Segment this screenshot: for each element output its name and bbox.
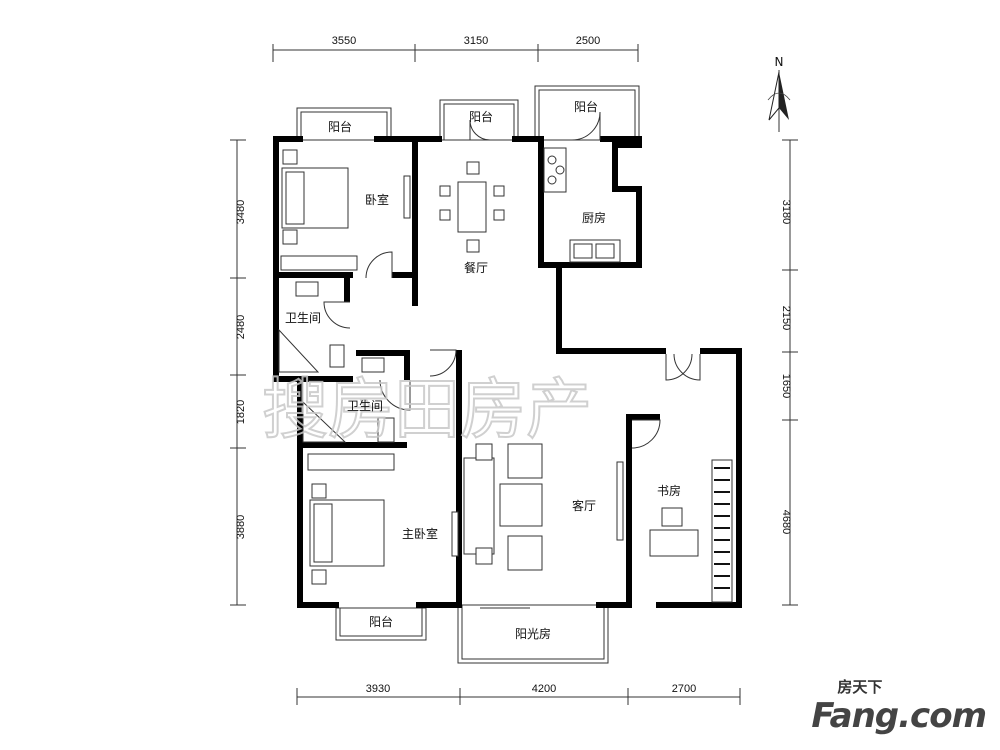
- watermark-text: 搜房田房产: [262, 371, 592, 448]
- dim-top-2: 3150: [464, 35, 488, 47]
- label-balcony-bottom: 阳台: [369, 614, 393, 629]
- dim-bottom-2: 4200: [532, 683, 556, 695]
- brand-name-cn: 房天下: [837, 678, 883, 696]
- compass-north-label: N: [775, 55, 784, 69]
- dim-top-3: 2500: [576, 35, 600, 47]
- label-bathroom-2: 卫生间: [347, 399, 383, 413]
- balcony-outlines: [296, 85, 640, 664]
- dim-left-4: 3880: [235, 515, 247, 539]
- compass-icon: [767, 70, 791, 132]
- dim-right-3: 1650: [780, 374, 792, 398]
- label-study: 书房: [657, 483, 681, 498]
- dim-right-4: 4680: [780, 510, 792, 534]
- label-kitchen: 厨房: [582, 210, 606, 225]
- dim-bottom-1: 3930: [366, 683, 390, 695]
- label-master-bedroom: 主卧室: [402, 526, 438, 541]
- label-living-room: 客厅: [572, 498, 596, 513]
- dimension-lines: [230, 44, 798, 705]
- dim-right-2: 2150: [780, 306, 792, 330]
- label-sunroom: 阳光房: [515, 626, 551, 641]
- label-balcony-top-left: 阳台: [328, 119, 352, 134]
- label-balcony-top-mid: 阳台: [469, 109, 493, 124]
- furniture: [278, 147, 733, 603]
- dim-top-1: 3550: [332, 35, 356, 47]
- label-bathroom-1: 卫生间: [285, 311, 321, 325]
- doors: [323, 111, 701, 609]
- label-bedroom: 卧室: [365, 192, 389, 207]
- label-dining: 餐厅: [464, 260, 488, 275]
- dim-right-1: 3180: [780, 200, 792, 224]
- dim-left-2: 2480: [235, 315, 247, 339]
- walls: [273, 136, 742, 608]
- brand-logo: 房天下 Fang.com: [811, 678, 987, 736]
- study-shelf-ticks: [714, 467, 730, 589]
- dim-left-1: 3480: [235, 200, 247, 224]
- dim-left-3: 1820: [235, 400, 247, 424]
- dim-bottom-3: 2700: [672, 683, 696, 695]
- label-balcony-top-right: 阳台: [574, 99, 598, 114]
- brand-name-en: Fang.com: [811, 696, 987, 736]
